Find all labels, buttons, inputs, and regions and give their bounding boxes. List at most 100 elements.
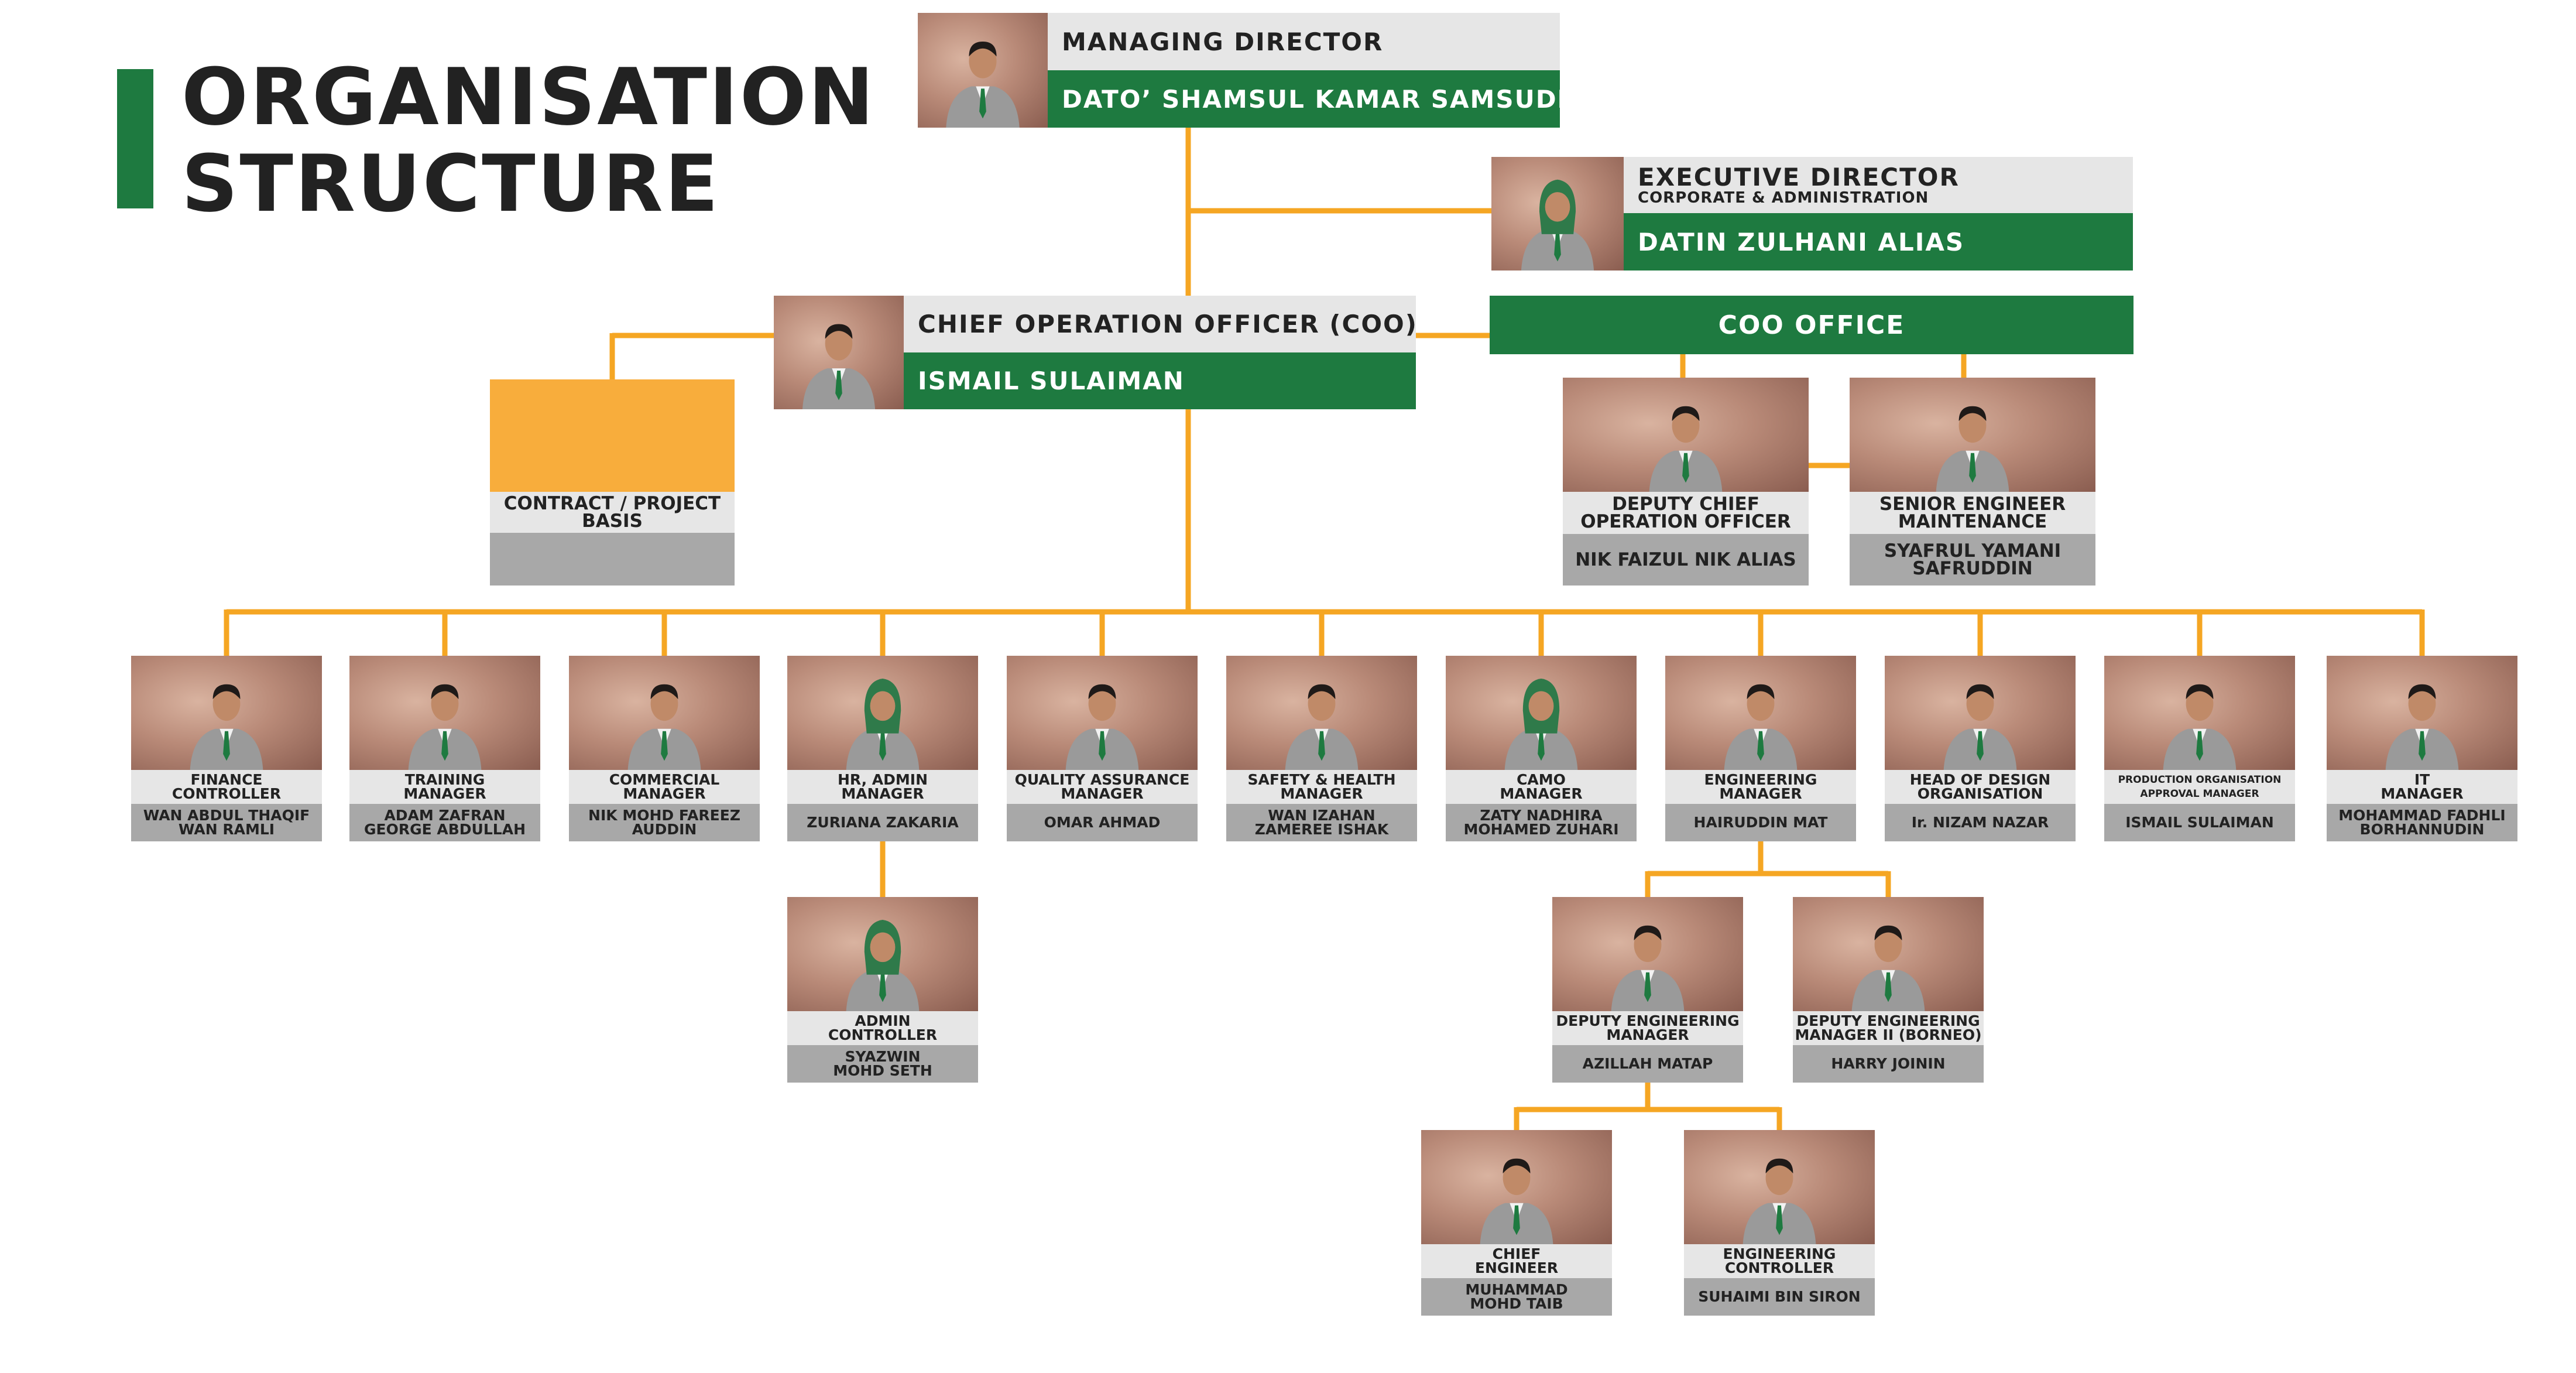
manager-head-of-design-organisation-role-line-2: ORGANISATION xyxy=(1917,785,2043,802)
manager-commercial-manager-role-line-2: MANAGER xyxy=(623,785,706,802)
manager-training-manager-role-line-1: TRAINING xyxy=(404,771,485,788)
person-silhouette-icon xyxy=(1649,406,1723,492)
person-silhouette-icon xyxy=(1743,1158,1816,1244)
manager-hr-admin-manager-role-line-2: MANAGER xyxy=(841,785,924,802)
deputy-engineering-manager-photo xyxy=(1552,897,1743,1011)
coo-name: ISMAIL SULAIMAN xyxy=(904,352,1416,409)
deputy-engineering-manager-name-line-1: AZILLAH MATAP xyxy=(1582,1055,1713,1072)
manager-hr-admin-manager-name: ZURIANA ZAKARIA xyxy=(787,804,978,841)
manager-it-manager-name-line-1: MOHAMMAD FADHLI xyxy=(2338,807,2506,824)
deputy-coo-photo xyxy=(1563,378,1809,492)
admin-controller-role-line-1: ADMIN xyxy=(855,1012,911,1029)
contract-blank xyxy=(490,533,735,586)
person-silhouette-icon xyxy=(946,42,1020,128)
senior-engineer-name: SYAFRUL YAMANI SAFRUDDIN xyxy=(1850,534,2095,586)
manager-head-of-design-organisation-name: Ir. NIZAM NAZAR xyxy=(1885,804,2076,841)
manager-hr-admin-manager-role-line-1: HR, ADMIN xyxy=(837,771,928,788)
person-silhouette-icon xyxy=(1936,406,2009,492)
manager-safety-health-manager-photo xyxy=(1226,656,1417,770)
manager-production-organisation-approval-manager-role: PRODUCTION ORGANISATION APPROVAL MANAGER xyxy=(2104,770,2295,804)
senior-engineer-role-line-2: MAINTENANCE xyxy=(1898,511,2047,532)
person-silhouette-icon xyxy=(1724,684,1798,770)
deputy-engineering-manager-ii-photo xyxy=(1793,897,1984,1011)
manager-quality-assurance-manager-name-line-1: OMAR AHMAD xyxy=(1044,814,1161,831)
senior-engineer-role-line-1: SENIOR ENGINEER xyxy=(1879,494,2066,515)
person-silhouette-icon xyxy=(190,684,263,770)
ed-photo xyxy=(1491,157,1624,271)
manager-it-manager-name-line-2: BORHANNUDIN xyxy=(2359,821,2485,838)
contract-label-line-1: CONTRACT / PROJECT xyxy=(503,493,721,514)
deputy-engineering-manager-ii-role-line-1: DEPUTY ENGINEERING xyxy=(1796,1012,1980,1029)
manager-safety-health-manager-name-line-1: WAN IZAHAN xyxy=(1268,807,1376,824)
manager-head-of-design-organisation-role-line-1: HEAD OF DESIGN xyxy=(1909,771,2051,788)
manager-hr-admin-manager-name-line-1: ZURIANA ZAKARIA xyxy=(807,814,959,831)
person-silhouette-icon xyxy=(846,920,920,1011)
manager-it-manager-photo xyxy=(2327,656,2517,770)
senior-engineer-photo xyxy=(1850,378,2095,492)
coo-photo xyxy=(774,296,904,409)
manager-camo-manager-role-line-1: CAMO xyxy=(1517,771,1566,788)
coo-role: CHIEF OPERATION OFFICER (COO) xyxy=(904,296,1416,352)
manager-head-of-design-organisation-name-line-1: Ir. NIZAM NAZAR xyxy=(1911,814,2049,831)
manager-engineering-manager-name-line-1: HAIRUDDIN MAT xyxy=(1693,814,1828,831)
manager-hr-admin-manager-photo xyxy=(787,656,978,770)
person-silhouette-icon xyxy=(1851,925,1925,1011)
coo-office-box: COO OFFICE xyxy=(1490,296,2133,354)
manager-safety-health-manager-name-line-2: ZAMEREE ISHAK xyxy=(1254,821,1389,838)
deputy-coo-role: DEPUTY CHIEF OPERATION OFFICER xyxy=(1563,492,1809,534)
person-silhouette-icon xyxy=(2163,684,2237,770)
admin-controller-photo xyxy=(787,897,978,1011)
engineering-controller-name-line-1: SUHAIMI BIN SIRON xyxy=(1698,1288,1861,1305)
manager-it-manager-role-line-1: IT xyxy=(2414,771,2430,788)
manager-head-of-design-organisation-photo xyxy=(1885,656,2076,770)
manager-quality-assurance-manager-role-line-2: MANAGER xyxy=(1061,785,1144,802)
page-title: ORGANISATION STRUCTURE xyxy=(181,54,876,227)
deputy-engineering-manager-ii-name-line-1: HARRY JOININ xyxy=(1831,1055,1946,1072)
chief-engineer-role-line-2: ENGINEER xyxy=(1474,1259,1559,1276)
deputy-coo-role-line-1: DEPUTY CHIEF xyxy=(1612,494,1759,515)
person-silhouette-icon xyxy=(1504,679,1578,770)
deputy-engineering-manager-role-line-1: DEPUTY ENGINEERING xyxy=(1556,1012,1740,1029)
admin-controller-role-line-2: CONTROLLER xyxy=(828,1026,938,1043)
person-silhouette-icon xyxy=(802,324,876,409)
manager-production-organisation-approval-manager-role-line-1: PRODUCTION ORGANISATION xyxy=(2118,774,2282,786)
chief-engineer-name-line-1: MUHAMMAD xyxy=(1465,1281,1568,1298)
person-silhouette-icon xyxy=(1611,925,1685,1011)
chief-engineer-role-line-1: CHIEF xyxy=(1492,1245,1541,1262)
person-silhouette-icon xyxy=(1521,179,1594,271)
contract-orange-box xyxy=(490,379,735,492)
ed-subrole: CORPORATE & ADMINISTRATION xyxy=(1638,189,1929,207)
manager-training-manager-name-line-2: GEORGE ABDULLAH xyxy=(364,821,526,838)
manager-finance-controller-name-line-1: WAN ABDUL THAQIF xyxy=(143,807,310,824)
manager-camo-manager-name-line-1: ZATY NADHIRA xyxy=(1480,807,1603,824)
manager-training-manager-photo xyxy=(349,656,540,770)
title-line-2: STRUCTURE xyxy=(181,138,721,230)
manager-finance-controller-photo xyxy=(131,656,322,770)
manager-commercial-manager-name-line-1: NIK MOHD FAREEZ xyxy=(588,807,740,824)
md-photo xyxy=(918,13,1048,128)
senior-engineer-role: SENIOR ENGINEER MAINTENANCE xyxy=(1850,492,2095,534)
chief-engineer-name-line-2: MOHD TAIB xyxy=(1470,1295,1563,1312)
manager-finance-controller-name-line-2: WAN RAMLI xyxy=(178,821,275,838)
manager-production-organisation-approval-manager-role-line-2: APPROVAL MANAGER xyxy=(2140,788,2259,800)
manager-safety-health-manager-role-line-2: MANAGER xyxy=(1280,785,1363,802)
deputy-coo-role-line-2: OPERATION OFFICER xyxy=(1580,511,1791,532)
deputy-engineering-manager-name: AZILLAH MATAP xyxy=(1552,1045,1743,1083)
